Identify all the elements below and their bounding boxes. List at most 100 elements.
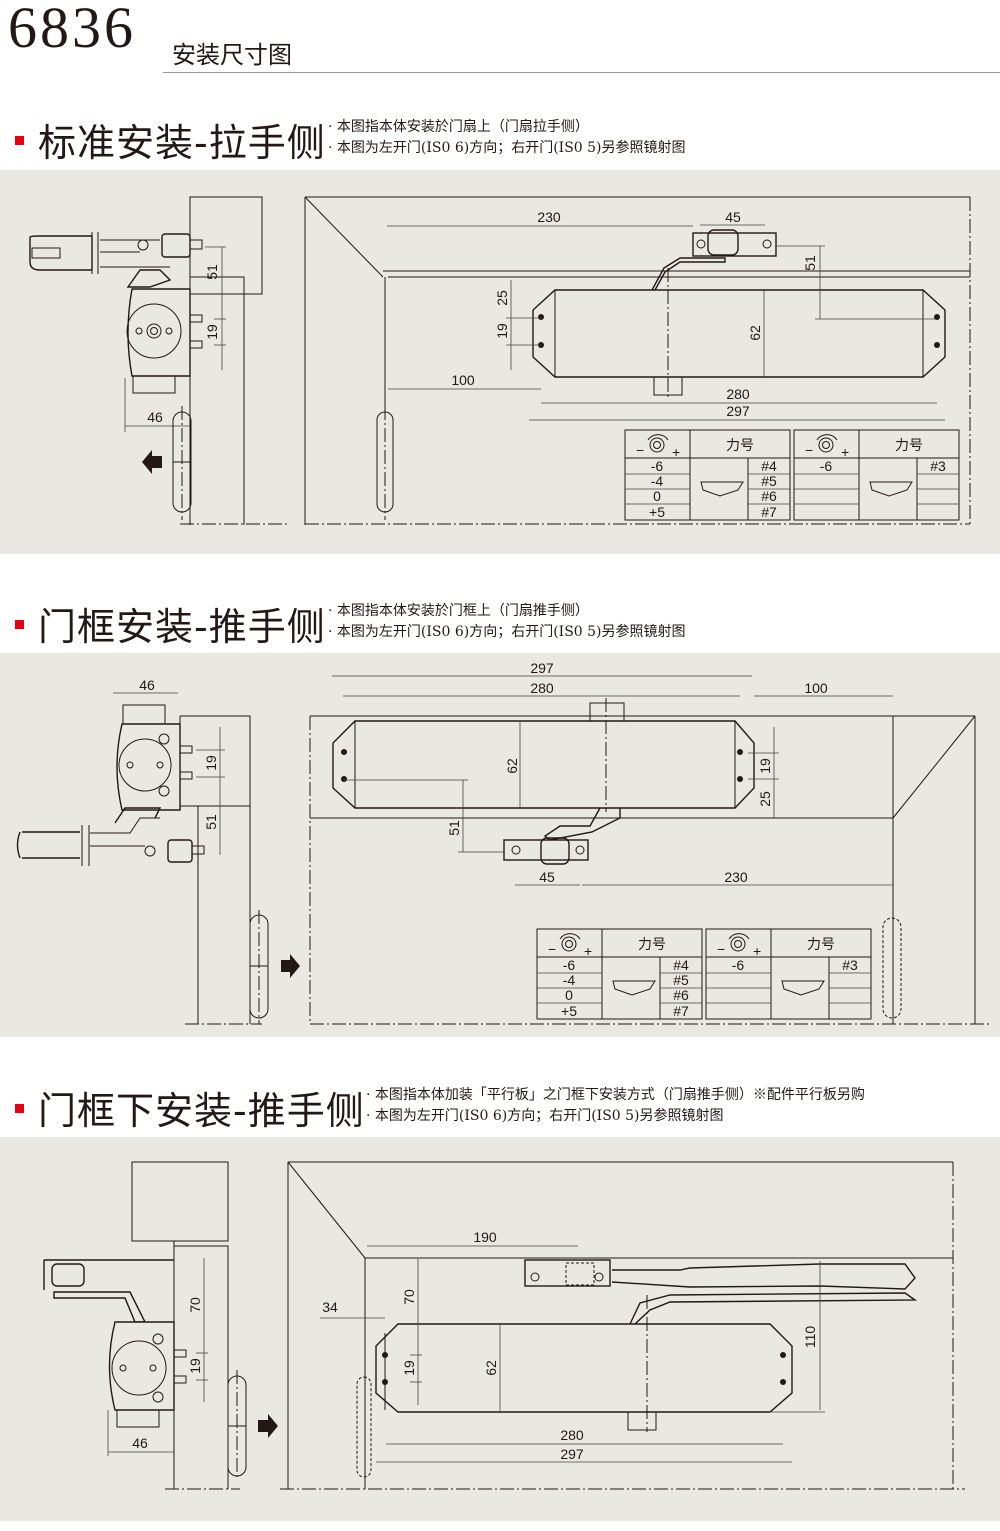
dim-label: 70 <box>401 1289 417 1305</box>
section-title: 门框安装-推手侧 <box>38 605 326 649</box>
drawing-stroke <box>737 776 743 782</box>
adjust-rotation-icon <box>561 936 577 952</box>
section-bullet <box>15 1104 24 1113</box>
bracket-icon <box>781 980 825 996</box>
section-note: · 本图为左开门(IS0 6)方向；右开门(IS0 5)另参照镜射图 <box>366 1108 724 1124</box>
drawing-stroke <box>822 441 830 449</box>
section-note: · 本图为左开门(IS0 6)方向；右开门(IS0 5)另参照镜射图 <box>328 624 686 640</box>
valve-block <box>132 375 176 394</box>
arm <box>543 807 621 841</box>
drawing-stroke <box>137 239 149 251</box>
drawing-stroke <box>382 1352 388 1358</box>
diagram-standard-install: 51 19 46 230 <box>29 196 971 525</box>
valve-block <box>116 1409 160 1428</box>
drawing-stroke <box>287 1161 366 1259</box>
dim-label: 46 <box>132 1435 148 1451</box>
dim-label: 190 <box>473 1229 497 1245</box>
force-table-2: − + 力号 -6 #3 <box>793 429 960 521</box>
panel-under-frame-install: 70 19 46 190 34 70 1 <box>0 1137 1000 1521</box>
drawing-label: #5 <box>761 473 777 489</box>
drawing-label: #7 <box>761 504 777 520</box>
dim-label: 280 <box>560 1427 584 1443</box>
drawing-stroke <box>575 845 585 855</box>
closer-body-front <box>532 289 946 378</box>
drawing-label: #4 <box>761 458 777 474</box>
section-2-header: 门框安装-推手侧 · 本图指本体安装於门框上（门扇推手侧） · 本图为左开门(I… <box>0 592 1000 652</box>
valve-block <box>589 702 625 722</box>
drawing-stroke <box>559 933 581 940</box>
drawing-label: -6 <box>651 458 664 474</box>
drawing-stroke <box>189 340 203 349</box>
drawing-stroke <box>189 314 203 323</box>
panel-standard-install: 51 19 46 230 <box>0 170 1000 554</box>
drawing-stroke <box>653 441 661 449</box>
drawing-stroke <box>22 831 80 859</box>
closer-body-side <box>116 723 181 811</box>
panel-frame-install: 46 19 51 <box>0 653 1000 1037</box>
section-title: 门框下安装-推手侧 <box>38 1089 365 1133</box>
drawing-stroke <box>179 771 193 780</box>
dim-label: 62 <box>483 1360 499 1376</box>
dim-label: 62 <box>504 758 520 774</box>
dim-label: 297 <box>560 1446 584 1462</box>
arm <box>651 257 726 291</box>
arrow-right-icon <box>281 954 300 978</box>
arm-link <box>629 1292 918 1325</box>
drawing-stroke <box>152 1391 164 1403</box>
section-title: 标准安装-拉手侧 <box>38 121 326 165</box>
door-frame-block <box>189 196 263 295</box>
page-subtitle: 安装尺寸图 <box>172 41 292 69</box>
drawing-stroke <box>165 327 173 335</box>
arrow-right-icon <box>258 1414 278 1438</box>
drawing-label: -6 <box>563 957 576 973</box>
drawing-stroke <box>530 1272 540 1282</box>
drawing-label: 0 <box>565 987 573 1003</box>
drawing-label: #4 <box>673 957 689 973</box>
dim-label: 51 <box>802 255 818 271</box>
plus-label: + <box>753 943 761 959</box>
section-note: · 本图指本体安装於门框上（门扇推手侧） <box>328 603 589 619</box>
drawing-stroke <box>179 716 198 807</box>
dim-label: 46 <box>147 409 163 425</box>
dim-label: 51 <box>203 814 219 830</box>
plus-label: + <box>672 444 680 460</box>
drawing-stroke <box>934 342 940 348</box>
section-note: · 本图为左开门(IS0 6)方向；右开门(IS0 5)另参照镜射图 <box>328 140 686 156</box>
hinge <box>882 917 902 1019</box>
drawing-stroke <box>594 1272 604 1282</box>
dim-label: 70 <box>187 1297 203 1313</box>
drawing-stroke <box>158 785 170 797</box>
drawing-stroke <box>173 1349 187 1358</box>
door-frame-block <box>131 1161 229 1242</box>
force-table-1: − + 力号 -6 -4 0 +5 #4 #5 #6 #7 <box>624 429 791 521</box>
closer-body-side <box>108 1321 175 1411</box>
drawing-stroke <box>737 749 743 755</box>
dim-label: 19 <box>204 324 220 340</box>
drawing-stroke <box>304 196 384 278</box>
drawing-stroke <box>119 1364 127 1372</box>
drawing-stroke <box>540 837 570 865</box>
arrow-left-icon <box>142 450 162 474</box>
arm <box>611 1263 916 1290</box>
drawing-stroke <box>696 239 706 249</box>
dim-label: 280 <box>530 680 554 696</box>
drawing-stroke <box>707 229 739 256</box>
drawing-stroke <box>565 940 573 948</box>
dim-label: 100 <box>451 372 475 388</box>
drawing-stroke <box>728 933 750 940</box>
force-label: 力号 <box>895 437 923 453</box>
diagram-under-frame-install: 70 19 46 190 34 70 1 <box>43 1161 965 1490</box>
drawing-stroke <box>126 761 134 769</box>
drawing-label: #5 <box>673 972 689 988</box>
dim-label: 297 <box>726 403 750 419</box>
dim-label: 45 <box>725 209 741 225</box>
drawing-stroke <box>647 434 669 441</box>
drawing-stroke <box>149 1364 157 1372</box>
dim-label: 46 <box>139 677 155 693</box>
arm-roller <box>31 247 61 259</box>
arm-link <box>126 269 172 288</box>
drawing-stroke <box>189 239 203 250</box>
dim-label: 19 <box>494 323 510 339</box>
bracket-icon <box>700 481 744 497</box>
adjust-rotation-icon <box>730 936 746 952</box>
